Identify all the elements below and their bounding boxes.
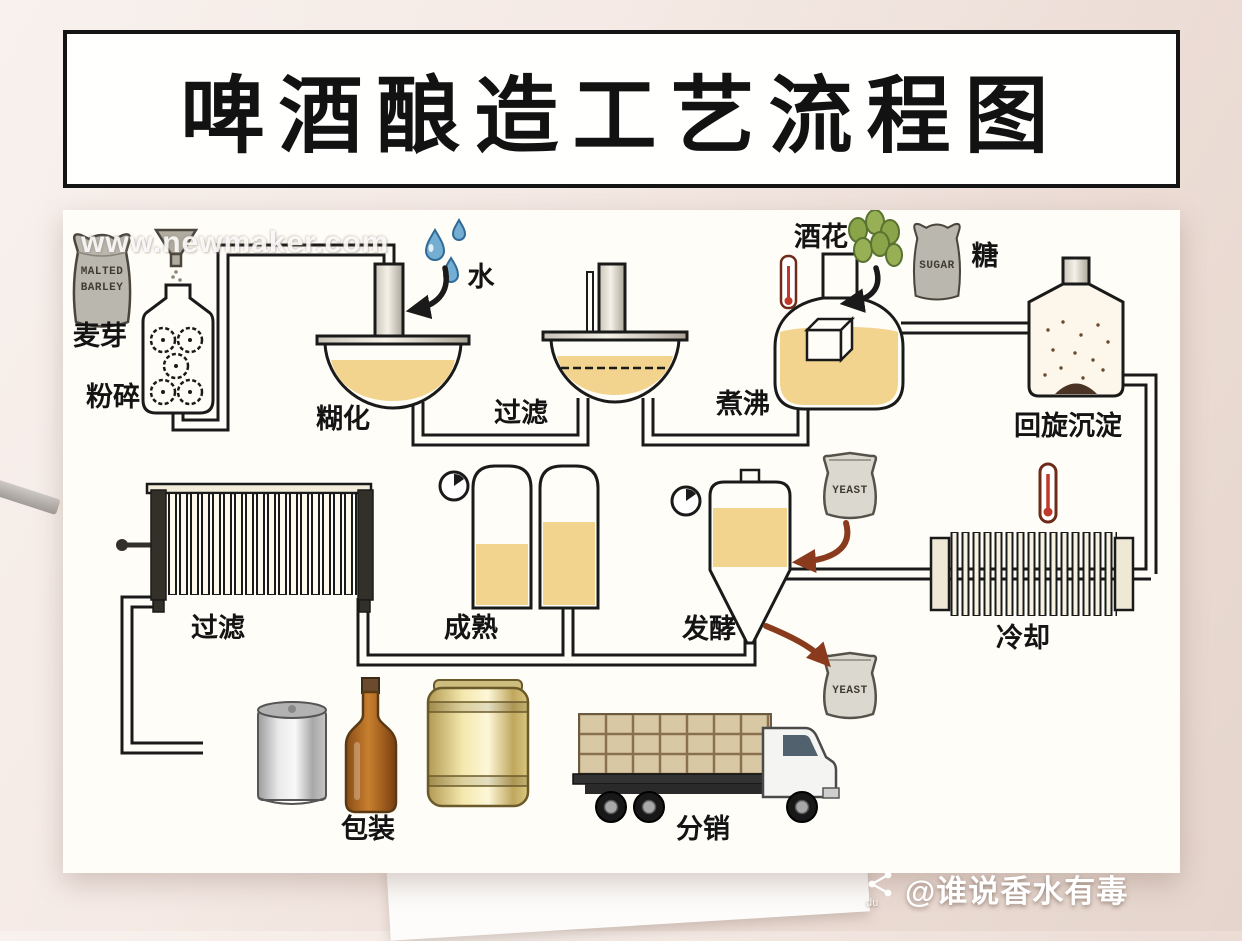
background-pen-object [0, 476, 61, 516]
mash-tun-icon [315, 262, 471, 410]
beer-can-icon [257, 701, 327, 805]
label-hops: 酒花 [794, 222, 848, 252]
plate-filter-icon [116, 482, 374, 613]
label-mashing: 糊化 [316, 404, 370, 434]
yeast-pouch-top-icon: YEAST [822, 451, 878, 520]
label-cooling: 冷却 [996, 623, 1050, 653]
label-sugar: 糖 [972, 240, 999, 271]
hops-arrow [839, 265, 881, 313]
author-handle: @谁说香水有毒 [905, 874, 1129, 909]
truck-icon [572, 713, 840, 823]
whirlpool-icon [1027, 256, 1125, 398]
mill-icon [141, 283, 215, 415]
yeast-pouch-bottom-text: YEAST [832, 685, 868, 697]
hops-icon [848, 210, 903, 267]
page-title: 啤酒酿造工艺流程图 [180, 70, 1063, 164]
label-distribution: 分销 [676, 814, 730, 844]
label-malt: 麦芽 [73, 321, 127, 351]
fermentation-clock-icon [670, 485, 702, 517]
yeast-in-arrow [791, 520, 851, 573]
label-maturation: 成熟 [444, 612, 498, 643]
label-packaging: 包装 [341, 813, 395, 844]
stage-labels: 麦芽 粉碎 水 糊化 过滤 煮沸 酒花 糖 回旋沉淀 过滤 成熟 发酵 冷却 包… [73, 222, 1123, 844]
share-icon: du [866, 869, 898, 909]
diagram-card: MALTED BARLEY [63, 210, 1180, 873]
beer-keg-icon [426, 679, 530, 808]
maturation-tanks-icon [471, 464, 600, 610]
sugar-sack-text: SUGAR [919, 260, 955, 272]
title-banner: 啤酒酿造工艺流程图 [63, 30, 1180, 188]
label-boiling: 煮沸 [715, 389, 770, 419]
process-diagram: MALTED BARLEY [72, 210, 1158, 844]
author-credit: du @谁说香水有毒 [866, 866, 1128, 911]
site-watermark: www.newmaker.com [81, 226, 390, 259]
malt-sack-text-1: MALTED [81, 266, 124, 278]
label-milling: 粉碎 [86, 382, 140, 412]
maturation-clock-icon [438, 470, 470, 502]
boil-thermometer-icon [779, 254, 798, 310]
water-drops-icon [424, 217, 467, 283]
process-pipes [120, 243, 1158, 755]
yeast-pouch-bottom-icon: YEAST [822, 651, 878, 720]
label-filtration: 过滤 [191, 613, 245, 643]
cooler-thermometer-icon [1038, 462, 1058, 524]
cooler-icon [929, 532, 1135, 616]
water-arrow [405, 265, 449, 320]
boil-kettle-icon [773, 252, 905, 411]
grain-funnel-icon [153, 228, 199, 282]
yeast-pouch-top-text: YEAST [832, 485, 868, 497]
watermark-badge: du [866, 896, 879, 909]
malt-sack-icon: MALTED BARLEY [72, 233, 132, 328]
label-whirlpool: 回旋沉淀 [1014, 410, 1123, 441]
lauter-tun-icon [541, 262, 689, 404]
beer-bottle-icon [344, 677, 398, 814]
label-lautering: 过滤 [494, 398, 548, 428]
yeast-out-arrow [763, 623, 831, 668]
sugar-sack-icon: SUGAR [912, 222, 962, 301]
label-water: 水 [468, 262, 496, 292]
malt-sack-text-2: BARLEY [81, 282, 124, 294]
fermenter-icon [708, 468, 792, 645]
label-fermentation: 发酵 [681, 613, 736, 644]
